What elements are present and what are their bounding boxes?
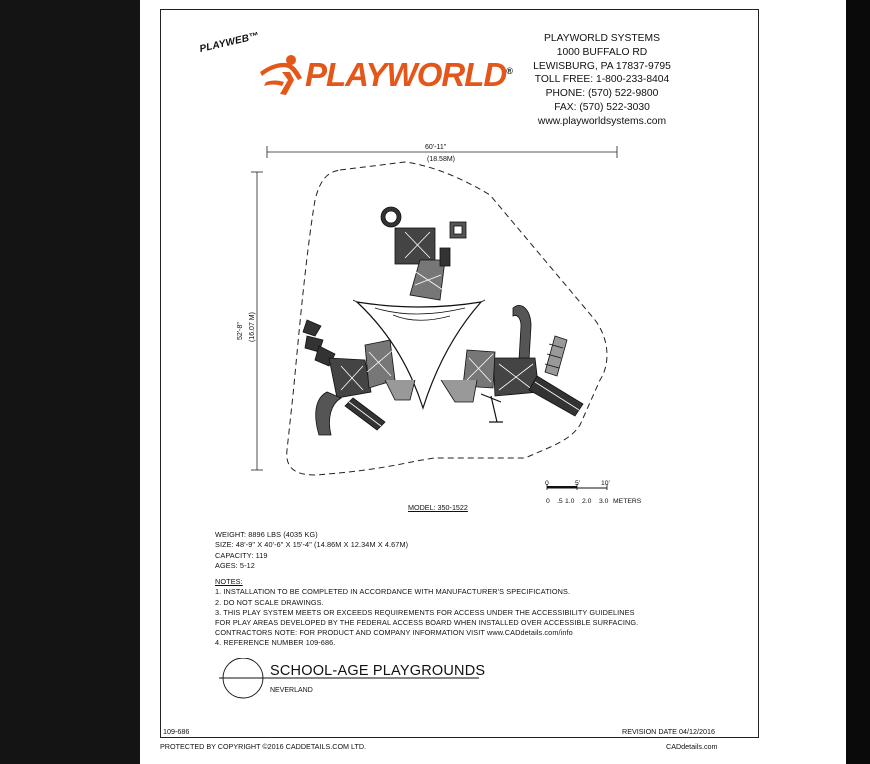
model-number: MODEL: 350-1522 <box>408 503 468 512</box>
note-3-cont-2: CONTRACTORS NOTE: FOR PRODUCT AND COMPAN… <box>215 628 573 637</box>
scale-meters-unit: METERS <box>613 498 642 505</box>
note-1: 1. INSTALLATION TO BE COMPLETED IN ACCOR… <box>215 587 571 596</box>
scale-feet-10: 10' <box>601 480 610 487</box>
left-play-structure <box>302 319 416 436</box>
playground-site-plan <box>251 146 618 476</box>
scale-meter-2-0: 2.0 <box>582 498 592 505</box>
company-phone: PHONE: (570) 522-9800 <box>545 88 659 100</box>
notes-heading: NOTES: <box>215 577 243 586</box>
reference-number: 109-686 <box>163 727 190 736</box>
height-dimension-label: 52'-8" <box>237 322 244 340</box>
revision-date: REVISION DATE 04/12/2016 <box>622 727 715 736</box>
scale-meter-1-0: 1.0 <box>565 498 575 505</box>
playworld-wordmark: PLAYWORLD® <box>305 56 513 94</box>
title-block-subtitle: NEVERLAND <box>270 687 313 694</box>
viewer-scrollbar[interactable] <box>846 0 870 764</box>
playworld-logo-text: PLAYWORLD <box>305 56 507 93</box>
width-dimension-label: 60'-11" <box>425 144 447 151</box>
scale-meter-3-0: 3.0 <box>599 498 609 505</box>
scale-feet-0: 0 <box>545 480 549 487</box>
shade-sail <box>352 299 486 410</box>
note-2: 2. DO NOT SCALE DRAWINGS. <box>215 598 324 607</box>
sheet-border <box>160 9 759 738</box>
right-play-structure <box>440 305 584 423</box>
spec-size: SIZE: 48'-9" X 40'-6" X 15'-4" (14.86M X… <box>215 540 409 549</box>
scale-meter-0-5: .5 <box>557 498 563 505</box>
width-dimension-metric-label: (18.58M) <box>427 156 456 163</box>
title-block-symbol <box>219 658 479 699</box>
scale-meter-0: 0 <box>546 498 550 505</box>
top-play-structure <box>380 206 467 301</box>
registered-mark: ® <box>506 66 513 76</box>
height-dimension-metric-label: (16.07 M) <box>249 312 256 342</box>
note-3: 3. THIS PLAY SYSTEM MEETS OR EXCEEDS REQ… <box>215 608 635 617</box>
caddetails-credit: CADdetails.com <box>666 742 718 751</box>
title-block-title: SCHOOL-AGE PLAYGROUNDS <box>270 663 486 679</box>
company-address-block: PLAYWORLD SYSTEMS 1000 BUFFALO RD LEWISB… <box>527 32 677 129</box>
scale-feet-5: 5' <box>575 480 581 487</box>
company-street: 1000 BUFFALO RD <box>556 46 648 58</box>
note-3-cont-1: FOR PLAY AREAS DEVELOPED BY THE FEDERAL … <box>215 618 639 627</box>
safety-surfacing-boundary <box>286 161 608 476</box>
company-toll-free: TOLL FREE: 1-800-233-8404 <box>534 74 670 86</box>
note-4: 4. REFERENCE NUMBER 109-686. <box>215 638 336 647</box>
company-website: www.playworldsystems.com <box>537 115 667 127</box>
playworld-figure-logo <box>260 55 302 95</box>
copyright-notice: PROTECTED BY COPYRIGHT ©2016 CADDETAILS.… <box>160 742 367 751</box>
company-city: LEWISBURG, PA 17837-9795 <box>533 60 671 72</box>
spec-ages: AGES: 5-12 <box>215 561 255 570</box>
spec-weight: WEIGHT: 8896 LBS (4035 KG) <box>215 530 318 539</box>
scale-bar <box>546 484 608 490</box>
spec-capacity: CAPACITY: 119 <box>215 551 268 560</box>
company-name: PLAYWORLD SYSTEMS <box>544 33 660 44</box>
company-fax: FAX: (570) 522-3030 <box>554 101 650 113</box>
